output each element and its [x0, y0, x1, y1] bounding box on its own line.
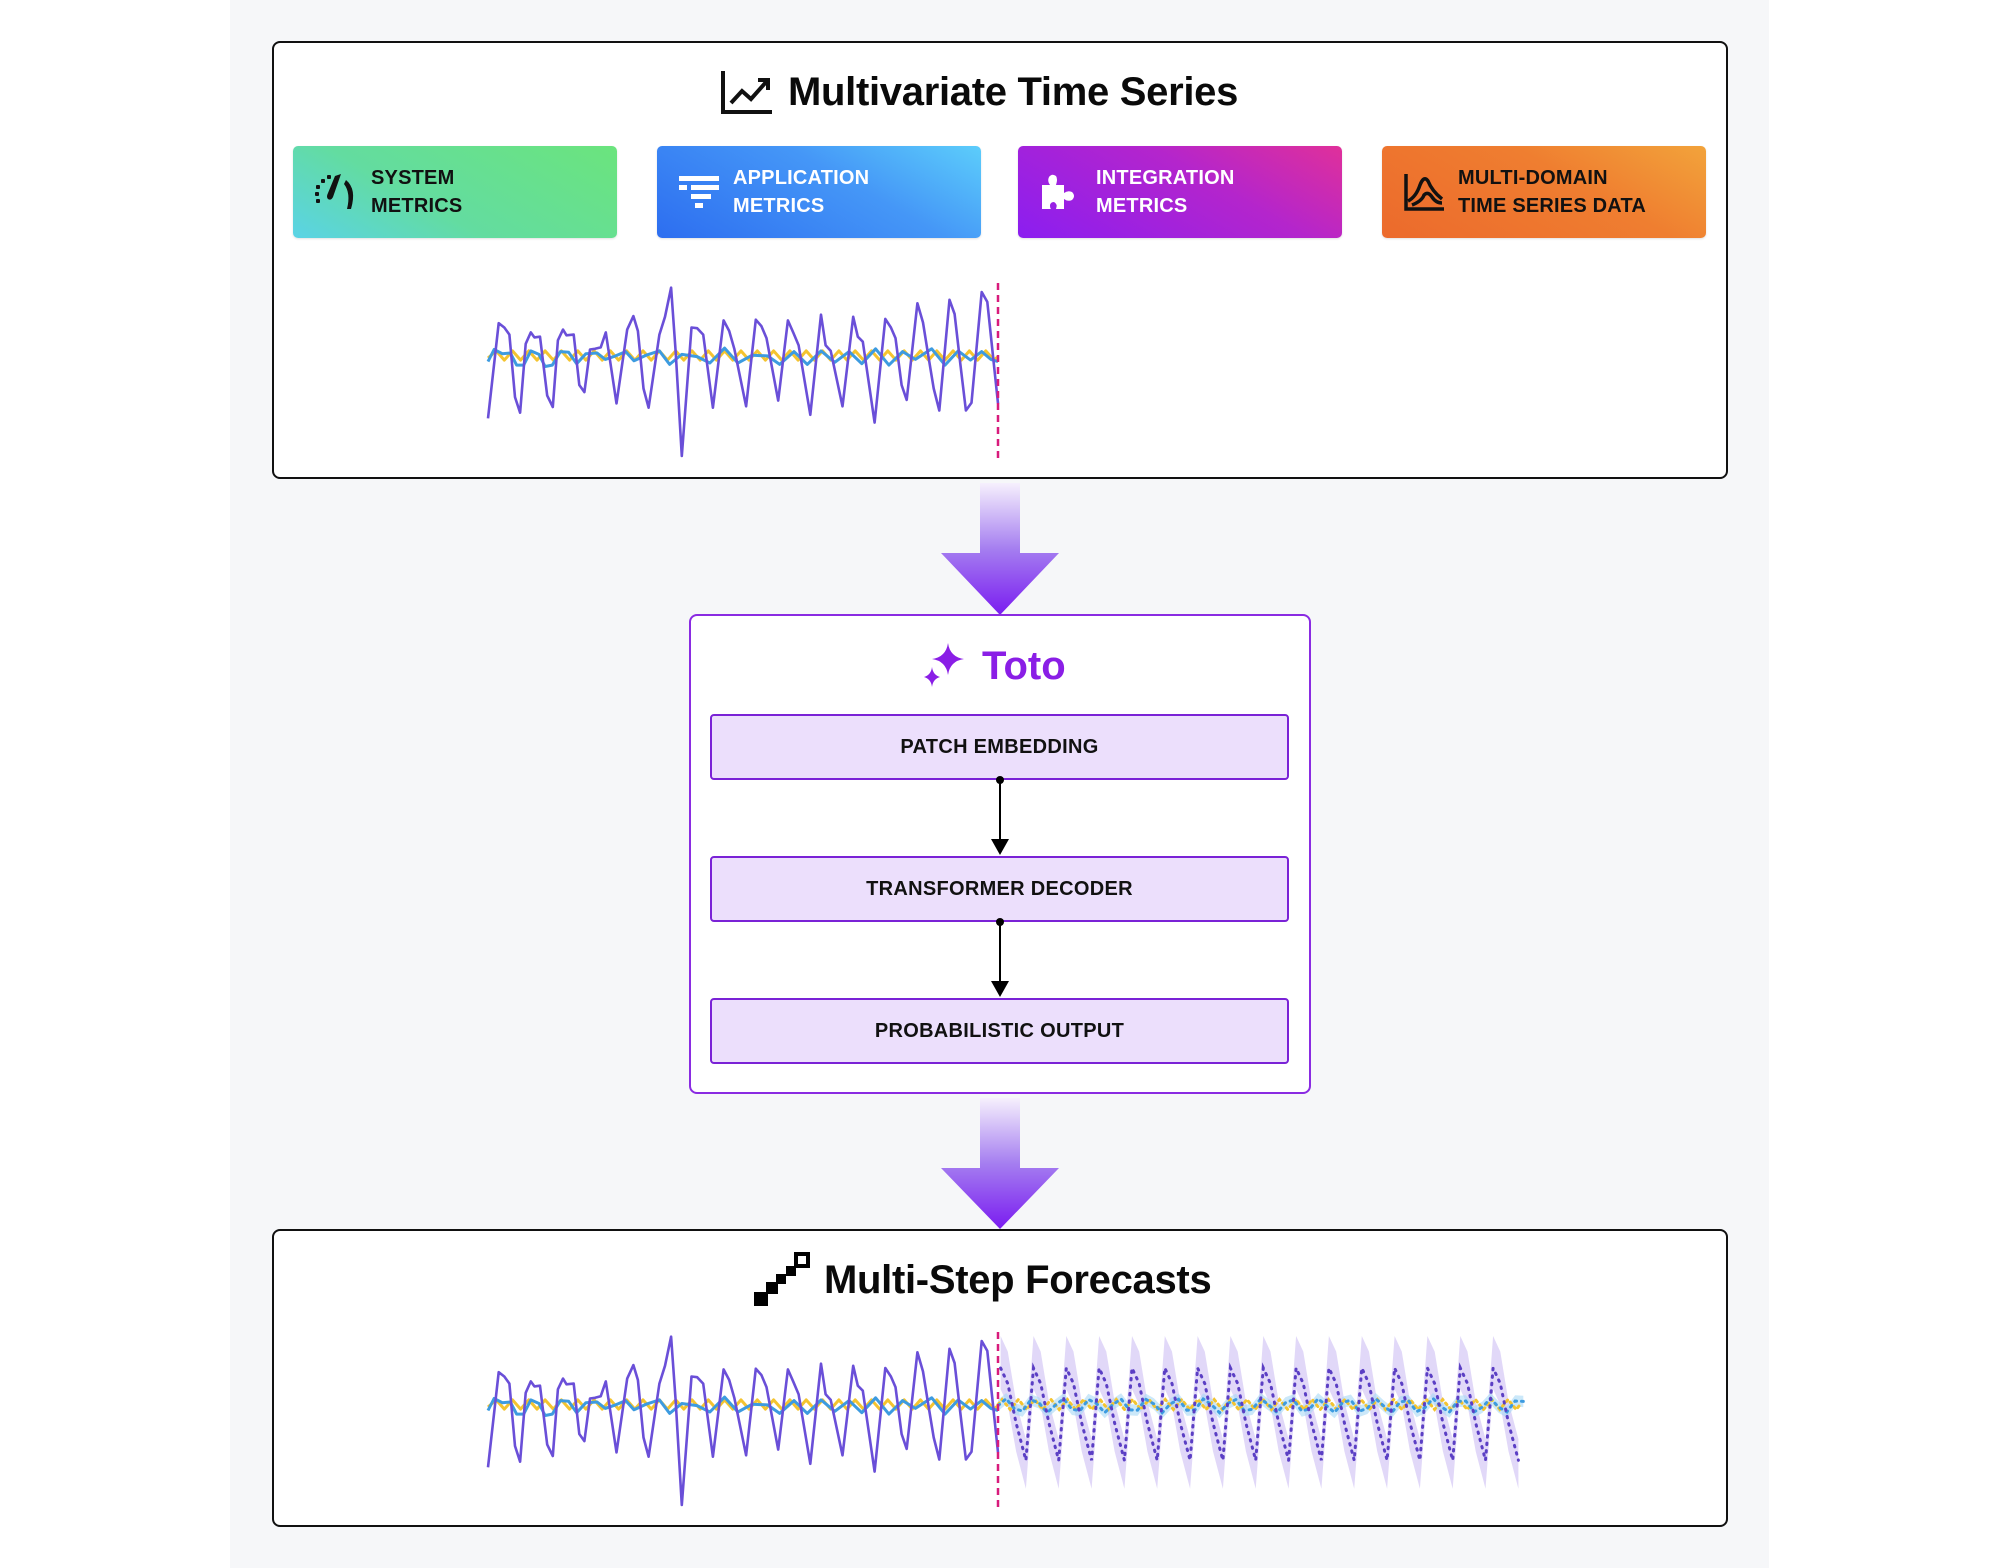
connector-arrow-icon — [991, 776, 1009, 855]
yellow-series-line — [487, 349, 999, 362]
speedometer-gauge-icon — [315, 174, 354, 209]
toto-title-text: Toto — [982, 643, 1066, 688]
connector-arrow-icon — [991, 918, 1009, 997]
flow-arrow-down-icon — [941, 483, 1059, 615]
card-line-2: TIME SERIES DATA — [1458, 195, 1647, 217]
card-line-2: METRICS — [733, 195, 825, 217]
distribution-curve-icon — [1404, 174, 1444, 211]
card-application-label: APPLICATION METRICS — [733, 164, 869, 220]
card-line-1: MULTI-DOMAIN — [1458, 167, 1608, 189]
card-integration-label: INTEGRATION METRICS — [1096, 164, 1235, 220]
forecast-chart — [486, 1332, 1525, 1512]
stage-transformer-decoder: TRANSFORMER DECODER — [710, 856, 1289, 922]
stage-label: TRANSFORMER DECODER — [866, 877, 1133, 900]
card-system-metrics: SYSTEM METRICS — [293, 146, 617, 238]
stage-label: PROBABILISTIC OUTPUT — [874, 1019, 1125, 1042]
puzzle-piece-icon — [1042, 174, 1074, 209]
card-integration-metrics: INTEGRATION METRICS — [1018, 146, 1342, 238]
purple-series-line — [486, 1335, 1000, 1507]
card-line-1: SYSTEM — [371, 167, 455, 189]
card-application-metrics: APPLICATION METRICS — [657, 146, 981, 238]
card-line-2: METRICS — [1096, 195, 1188, 217]
input-section-box — [272, 41, 1728, 479]
input-section-title: Multivariate Time Series — [720, 64, 1238, 120]
step-blocks-icon — [754, 1252, 810, 1306]
card-system-label: SYSTEM METRICS — [371, 164, 462, 220]
purple-series-line — [486, 286, 1000, 458]
input-time-series-chart — [486, 283, 1000, 463]
yellow-series-line — [487, 1398, 999, 1411]
flow-arrow-down-icon — [941, 1098, 1059, 1229]
card-line-1: APPLICATION — [733, 167, 870, 189]
output-section-title-text: Multi-Step Forecasts — [824, 1257, 1212, 1302]
stage-probabilistic-output: PROBABILISTIC OUTPUT — [710, 998, 1289, 1064]
card-multi-domain-data: MULTI-DOMAIN TIME SERIES DATA — [1382, 146, 1706, 238]
stage-patch-embedding: PATCH EMBEDDING — [710, 714, 1289, 780]
stage-label: PATCH EMBEDDING — [900, 735, 1099, 758]
card-line-1: INTEGRATION — [1096, 167, 1235, 189]
filter-funnel-lines-icon — [679, 176, 719, 208]
sparkles-icon — [924, 643, 964, 687]
toto-title: Toto — [920, 640, 1066, 692]
line-chart-trend-icon — [721, 71, 772, 114]
output-section-title: Multi-Step Forecasts — [752, 1252, 1212, 1308]
card-line-2: METRICS — [371, 195, 463, 217]
input-section-title-text: Multivariate Time Series — [788, 69, 1239, 114]
card-multi-domain-label: MULTI-DOMAIN TIME SERIES DATA — [1458, 164, 1646, 220]
purple-forecast-line — [999, 1362, 1520, 1462]
